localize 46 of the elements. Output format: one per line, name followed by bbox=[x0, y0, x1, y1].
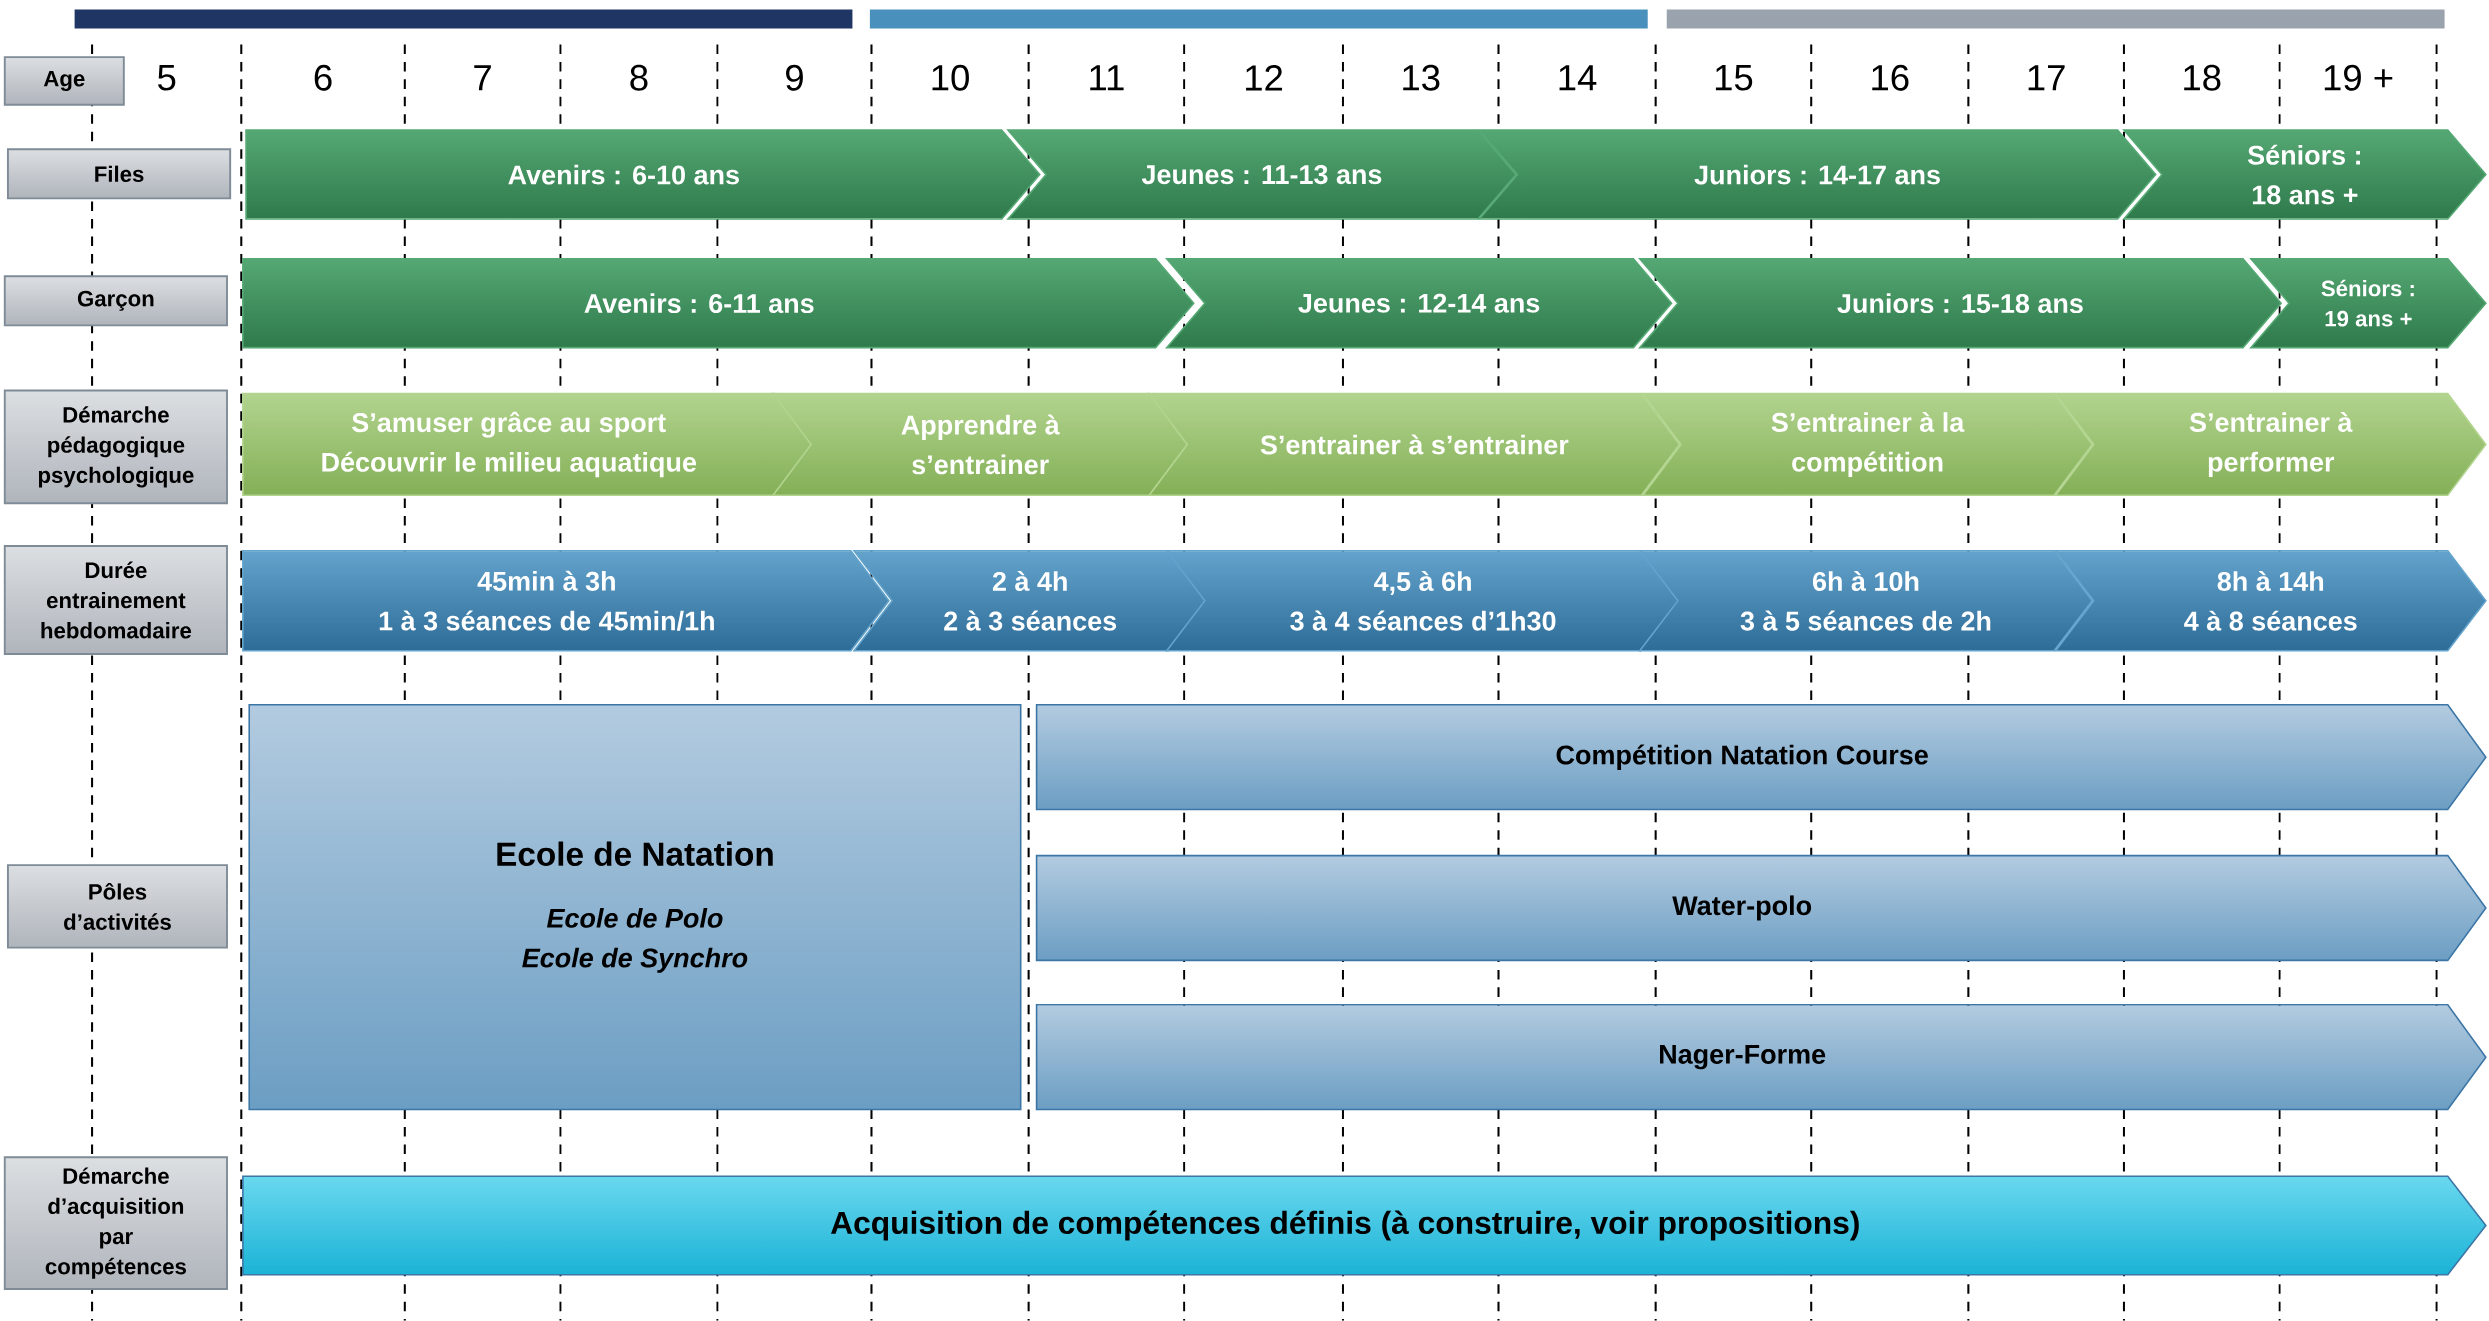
phase-banner: 45min à 3h 1 à 3 séances de 45min/1h bbox=[242, 550, 890, 652]
phase-banner: Nager-Forme bbox=[1035, 1004, 2487, 1111]
row-header: Age bbox=[3, 56, 125, 106]
age-number: 7 bbox=[474, 65, 491, 91]
row-header: Durée entrainement hebdomadaire bbox=[3, 545, 228, 656]
timeline-band bbox=[869, 9, 1648, 29]
age-number: 10 bbox=[932, 65, 969, 91]
phase-banner: Juniors : 14-17 ans bbox=[1477, 129, 2157, 220]
age-number: 6 bbox=[314, 65, 332, 91]
age-number: 13 bbox=[1403, 65, 1440, 91]
phase-banner: Avenirs : 6-11 ans bbox=[242, 258, 1195, 349]
row-header: Démarche pédagogique psychologique bbox=[3, 389, 228, 505]
phase-banner: Water-polo bbox=[1035, 854, 2487, 962]
phase-banner: Jeunes : 12-14 ans bbox=[1165, 258, 1673, 349]
timeline-band bbox=[74, 9, 853, 29]
row-header: Garçon bbox=[3, 275, 228, 327]
age-number: 9 bbox=[786, 65, 803, 91]
age-number: 14 bbox=[1559, 65, 1597, 91]
age-number: 18 bbox=[2184, 65, 2221, 91]
row-header: Démarche d’acquisition par compétences bbox=[3, 1156, 228, 1291]
phase-banner: S’entrainer à performer bbox=[2054, 393, 2487, 497]
phase-banner: Apprendre à s’entrainer bbox=[771, 393, 1189, 497]
age-number: 11 bbox=[1090, 65, 1124, 91]
age-number: 12 bbox=[1246, 65, 1283, 91]
phase-banner: Compétition Natation Course bbox=[1035, 704, 2487, 811]
phase-banner: Acquisition de compétences définis (à construire, voir propositions) bbox=[242, 1175, 2487, 1276]
activity-box: Ecole de Natation Ecole de Polo Ecole de Synchro bbox=[248, 704, 1022, 1111]
row-header: Files bbox=[7, 148, 232, 200]
age-number: 5 bbox=[158, 65, 176, 91]
phase-banner: Séniors : 18 ans + bbox=[2122, 129, 2487, 220]
phase-banner: 6h à 10h 3 à 5 séances de 2h bbox=[1638, 550, 2094, 652]
phase-banner: S’amuser grâce au sport Découvrir le milieu aquatique bbox=[242, 393, 814, 497]
age-number: 17 bbox=[2028, 65, 2065, 91]
phase-banner: S’entrainer à la compétition bbox=[1641, 393, 2094, 497]
phase-banner: 4,5 à 6h 3 à 4 séances d’1h30 bbox=[1165, 550, 1681, 652]
phase-banner: Jeunes : 11-13 ans bbox=[1006, 129, 1517, 220]
timeline-band bbox=[1666, 9, 2445, 29]
phase-banner: S’entrainer à s’entrainer bbox=[1147, 393, 1681, 497]
age-number: 15 bbox=[1715, 65, 1753, 91]
age-number: 8 bbox=[630, 65, 648, 91]
phase-banner: Avenirs : 6-10 ans bbox=[245, 129, 1041, 220]
age-number: 16 bbox=[1872, 65, 1909, 91]
age-number: 19 + bbox=[2324, 65, 2393, 91]
phase-banner: 8h à 14h 4 à 8 séances bbox=[2054, 550, 2487, 652]
phase-banner: Séniors : 19 ans + bbox=[2249, 258, 2487, 349]
row-header: Pôles d’activités bbox=[7, 864, 228, 949]
